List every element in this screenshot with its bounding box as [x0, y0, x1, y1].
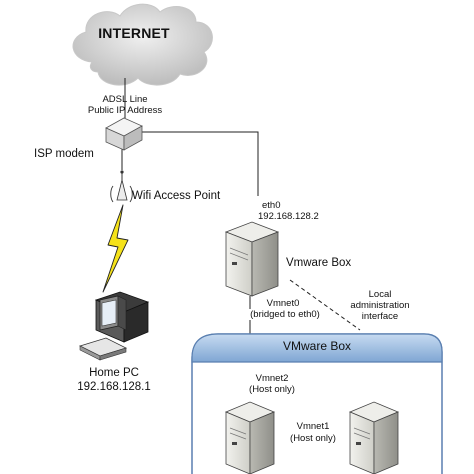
server-icon	[224, 221, 280, 297]
vmnet2-label: Vmnet2	[254, 373, 290, 384]
wifi-antenna-icon	[110, 170, 133, 203]
vmware-box-label: Vmware Box	[286, 257, 352, 269]
vmnet2-desc-label: (Host only)	[248, 384, 296, 395]
wifi-access-point-label: Wifi Access Point	[132, 190, 221, 202]
modem-icon	[105, 117, 143, 151]
home-pc-ip-label: 192.168.128.1	[77, 381, 151, 393]
internet-label: INTERNET	[98, 25, 170, 41]
guest-server-left-icon	[224, 401, 276, 474]
local-label: Local	[368, 289, 392, 300]
desktop-pc-icon	[78, 291, 150, 361]
vmnet1-label: Vmnet1	[295, 421, 331, 432]
guest-server-right-icon	[348, 401, 400, 474]
internet-cloud-icon	[72, 3, 213, 86]
vmware-ip-label: 192.168.128.2	[258, 211, 319, 222]
isp-modem-label: ISP modem	[34, 148, 94, 160]
vmware-container-title: VMware Box	[282, 339, 352, 353]
administration-label: administration	[350, 300, 410, 311]
vmnet1-desc-label: (Host only)	[289, 433, 337, 444]
adsl-line-label: ADSL Line	[102, 94, 148, 105]
eth0-label: eth0	[262, 200, 281, 211]
modem-to-vmware-line	[138, 131, 259, 196]
interface-label: interface	[361, 311, 399, 322]
public-ip-label: Public IP Address	[87, 105, 163, 116]
home-pc-label: Home PC	[89, 367, 139, 379]
vmnet0-label: Vmnet0	[265, 298, 301, 309]
lightning-bolt-icon	[102, 204, 129, 293]
vmnet0-to-admin-dashed	[289, 279, 361, 331]
vmnet0-desc-label: (bridged to eth0)	[249, 309, 321, 320]
